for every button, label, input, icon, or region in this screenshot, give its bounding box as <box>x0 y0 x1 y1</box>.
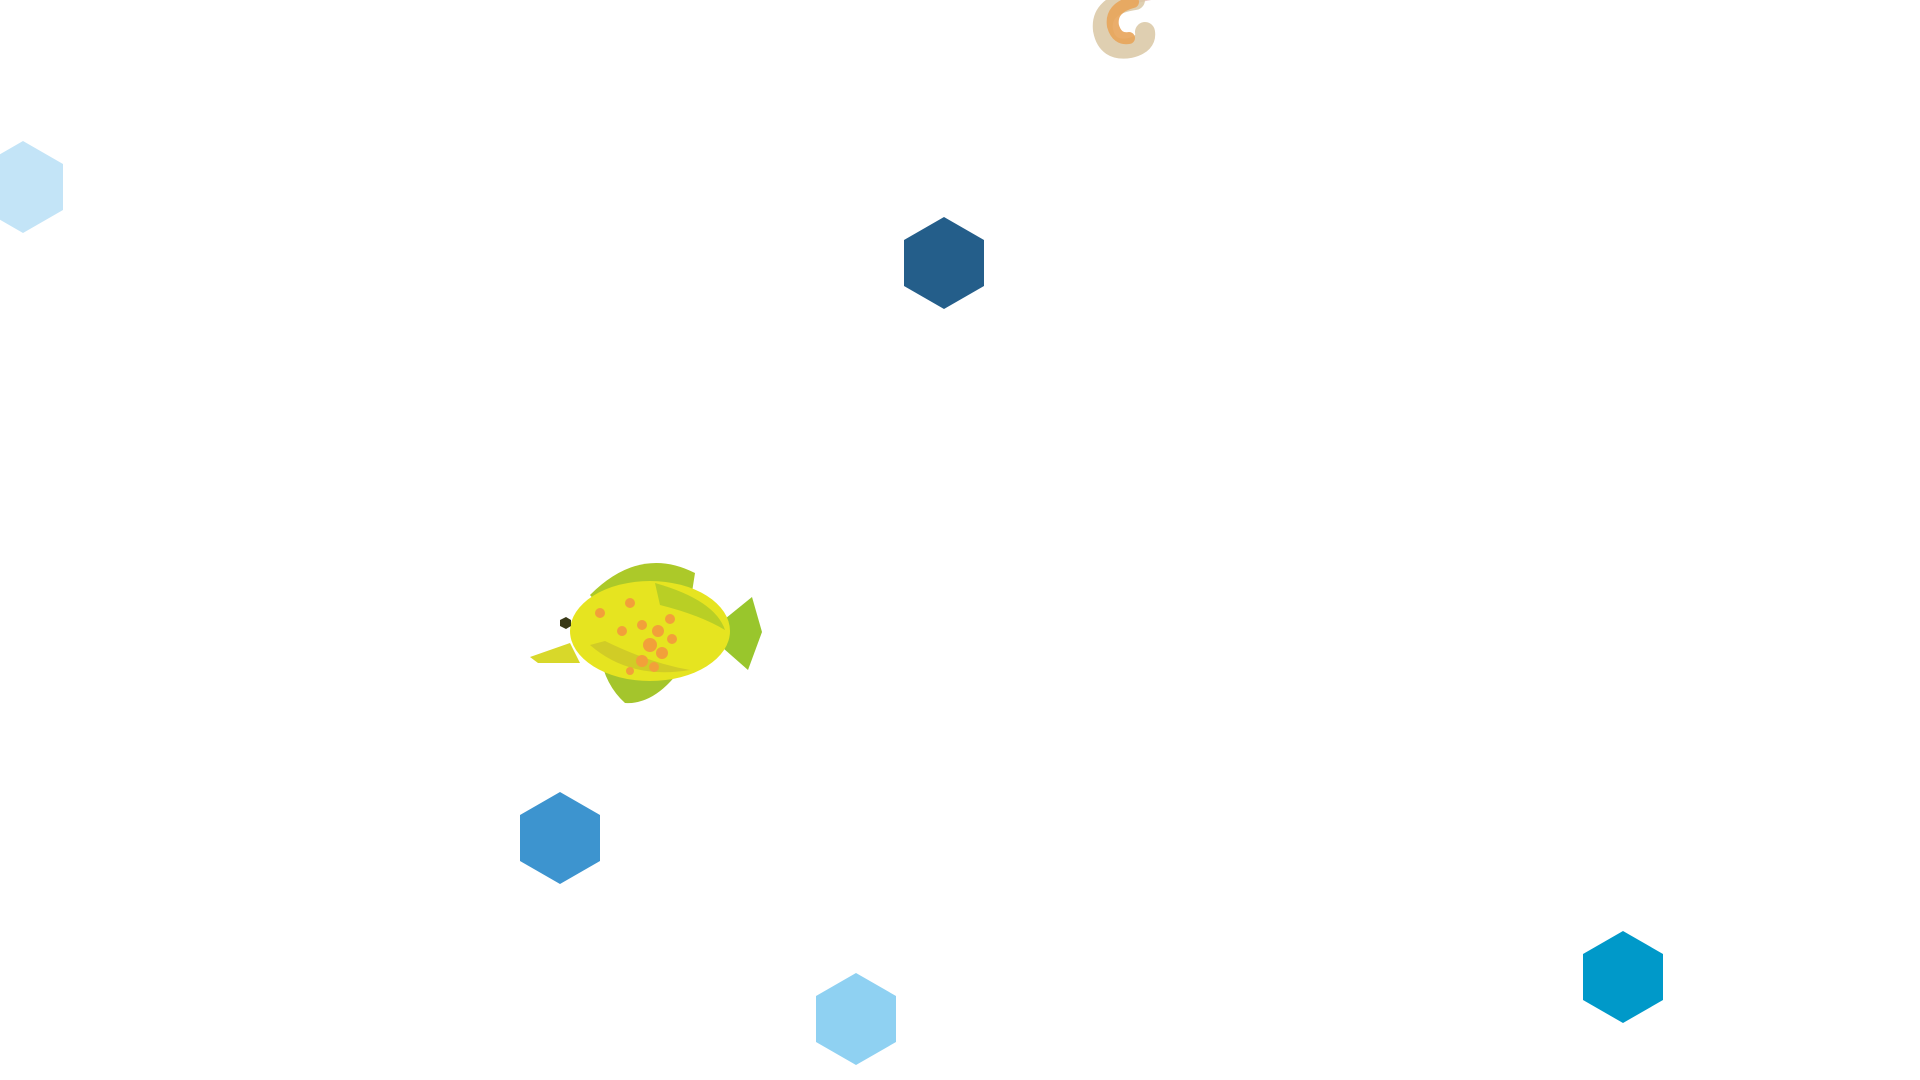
blue-hexagon[interactable] <box>520 792 600 884</box>
cyan-hexagon[interactable] <box>1583 931 1663 1023</box>
navy-hexagon[interactable] <box>904 217 984 309</box>
shrimp-graphic <box>1092 0 1156 59</box>
sky-blue-hexagon[interactable] <box>816 973 896 1065</box>
fish-snout <box>530 643 580 663</box>
light-blue-hexagon[interactable] <box>0 141 63 233</box>
fish-eye <box>560 617 571 629</box>
fish-tail <box>715 597 762 670</box>
fish-back-shade <box>655 583 725 630</box>
fish-graphic <box>530 562 762 704</box>
shrimp-icon[interactable] <box>1085 0 1215 65</box>
shrimp-body-outer <box>1092 0 1156 59</box>
yellow-fish-icon[interactable] <box>530 545 780 720</box>
shrimp-body-inner <box>1106 0 1139 45</box>
fish-orange-spots <box>595 598 677 675</box>
